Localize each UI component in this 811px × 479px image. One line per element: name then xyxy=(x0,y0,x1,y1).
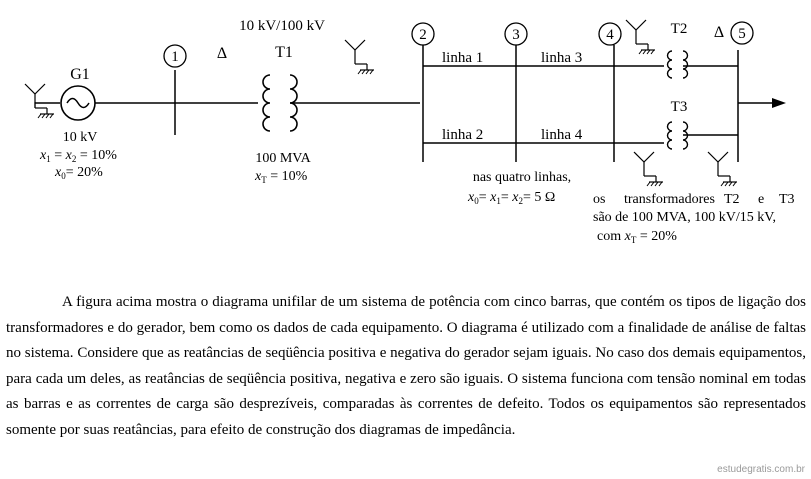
line-4-label: linha 4 xyxy=(541,127,583,143)
t1-rating: 10 kV/100 kV xyxy=(239,18,325,34)
line-2-label: linha 2 xyxy=(442,127,483,143)
generator-grounded-wye-icon xyxy=(24,83,55,119)
transformers-note: os transformadores T2 e T3 são de 100 MV… xyxy=(593,192,795,245)
bus-4: 4 xyxy=(598,22,622,162)
lines-note-title: nas quatro linhas, xyxy=(473,170,571,185)
t1-delta-icon: Δ xyxy=(217,45,227,62)
generator-x1-x2: x1 = x2 = 10% xyxy=(39,148,117,164)
generator-g1: G1 10 kV x1 = x2 = 10% x0= 20% xyxy=(24,66,117,181)
t1-reactance: xT = 10% xyxy=(254,169,308,185)
question-paragraph: A figura acima mostra o diagrama unifila… xyxy=(6,294,806,438)
bus-2: 2 xyxy=(411,22,435,162)
t2-delta-icon: Δ xyxy=(714,24,724,41)
watermark: estudegratis.com.br xyxy=(717,464,805,475)
single-line-diagram: G1 10 kV x1 = x2 = 10% x0= 20% 1 Δ 10 kV… xyxy=(24,18,795,245)
lines-note-values: x0= x1= x2= 5 Ω xyxy=(467,190,555,206)
t3-secondary-grounded-wye-icon xyxy=(707,151,738,187)
generator-voltage: 10 kV xyxy=(63,130,98,145)
transformers-note-line2: são de 100 MVA, 100 kV/15 kV, xyxy=(593,210,776,225)
t1-grounded-wye-icon xyxy=(344,39,375,75)
generator-x0: x0= 20% xyxy=(54,165,103,181)
transformers-note-line3: com xT = 20% xyxy=(597,229,677,245)
t2-grounded-wye-icon xyxy=(625,19,656,55)
transformers-note-line1: os transformadores T2 e T3 xyxy=(593,192,795,207)
t1-power: 100 MVA xyxy=(255,151,311,166)
svg-text:4: 4 xyxy=(606,27,614,43)
generator-name: G1 xyxy=(70,66,90,83)
t2-name: T2 xyxy=(671,21,688,37)
t1-name: T1 xyxy=(275,44,293,61)
svg-text:2: 2 xyxy=(419,27,427,43)
sine-wave-icon xyxy=(66,97,90,109)
t3-primary-grounded-wye-icon xyxy=(633,151,664,187)
svg-text:1: 1 xyxy=(171,49,179,65)
bus-3: 3 xyxy=(504,22,528,162)
line-3-label: linha 3 xyxy=(541,50,582,66)
svg-text:5: 5 xyxy=(738,26,746,42)
transformer-t1: 10 kV/100 kV T1 100 MVA xT = 10% xyxy=(239,18,420,185)
transformer-t2: T2 xyxy=(666,21,689,79)
load-arrow-icon xyxy=(738,98,786,108)
bus-5: 5 xyxy=(730,21,754,162)
line-1-label: linha 1 xyxy=(442,50,483,66)
t3-name: T3 xyxy=(671,99,688,115)
svg-text:3: 3 xyxy=(512,27,520,43)
transformer-t3: T3 xyxy=(666,99,689,150)
bus-1: 1 xyxy=(163,44,187,135)
